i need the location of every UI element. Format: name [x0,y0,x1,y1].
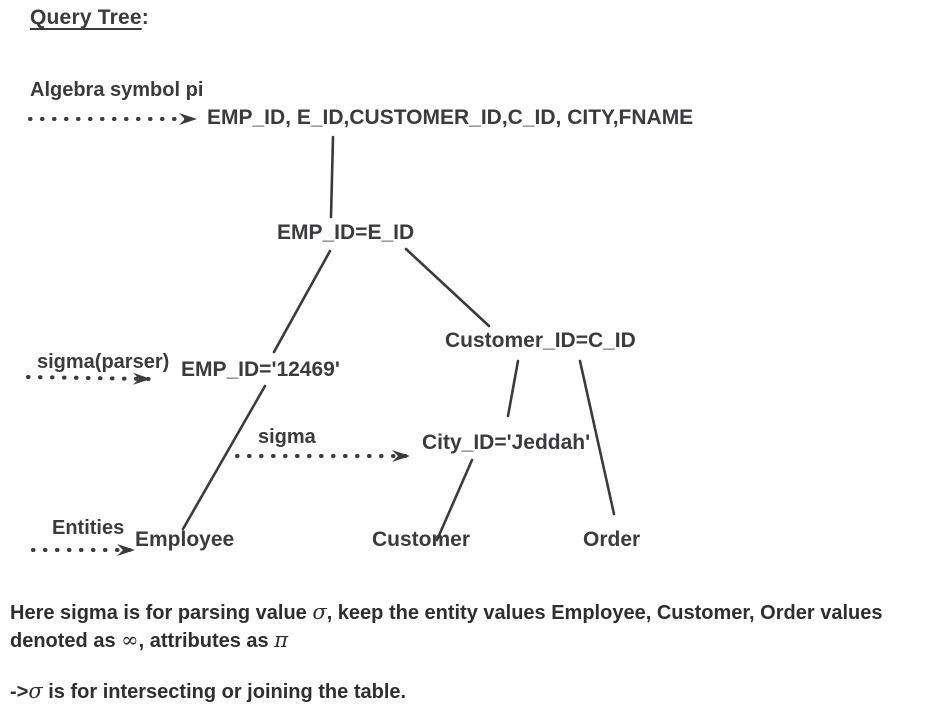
node-select-city-id: City_ID='Jeddah' [422,431,591,454]
notes-line-1-text-2: , keep the entity values Employee, Custo… [326,602,883,624]
node-join-emp-id: EMP_ID=E_ID [277,221,415,244]
node-entity-order: Order [583,528,641,551]
notes-line-3: ->σ is for intersecting or joining the t… [10,679,406,704]
notes-line-1-text: Here sigma is for parsing value [10,602,313,624]
edge-join-customer-to-select-city [506,359,520,418]
entities-annotation-label: Entities [52,517,125,539]
edge-select-city-to-customer [435,458,474,542]
edge-join-emp-to-select-emp [272,249,332,354]
sigma-annotation-label: sigma [258,426,316,448]
page-title-colon: : [141,6,149,29]
node-select-emp-id: EMP_ID='12469' [181,358,340,381]
sigma-symbol-2: σ [28,679,43,703]
node-projection-attributes: EMP_ID, E_ID,CUSTOMER_ID,C_ID, CITY,FNAM… [207,106,694,129]
sigma-parser-annotation-arrow [26,372,152,385]
notes-line-2-text-2: , attributes as [138,630,275,652]
notes-line-3-text-2: is for intersecting or joining the table… [42,681,407,703]
page-title: Query Tree: [30,6,149,30]
notes-line-1: Here sigma is for parsing value σ, keep … [10,600,882,625]
notes-line-3-text: -> [10,681,29,703]
edge-select-emp-to-employee [181,384,267,531]
notes-line-2: denoted as ∞, attributes as π [10,628,288,653]
node-join-customer-id: Customer_ID=C_ID [445,329,636,352]
node-entity-employee: Employee [135,528,235,551]
pi-symbol: π [274,628,289,652]
infinity-symbol: ∞ [121,628,139,652]
sigma-symbol: σ [312,600,327,624]
node-entity-customer: Customer [372,528,471,551]
sigma-parser-annotation-label: sigma(parser) [37,351,170,373]
edge-projection-to-join-emp [329,135,335,219]
notes-line-2-text: denoted as [10,630,122,652]
pi-annotation-label: Algebra symbol pi [30,79,204,101]
edge-join-emp-to-join-customer [404,247,491,328]
edge-join-customer-to-order [578,359,616,516]
page-title-text: Query Tree [30,6,142,29]
